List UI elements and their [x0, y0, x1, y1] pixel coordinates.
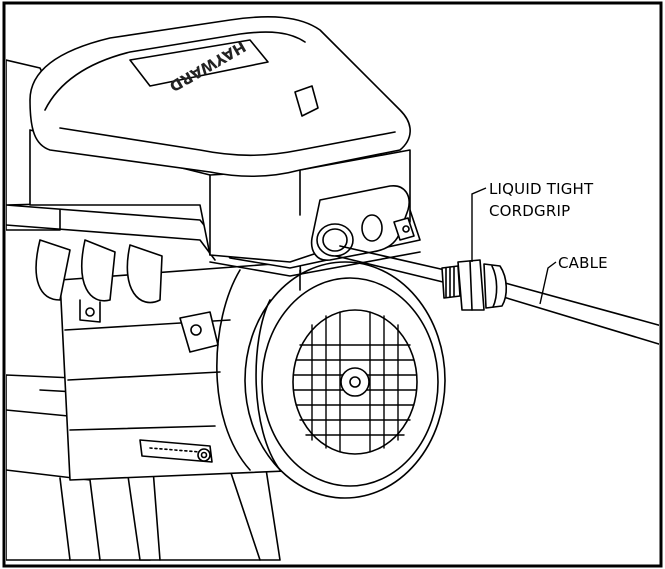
- fan-grille: [292, 309, 418, 455]
- cable-label: CABLE: [558, 254, 608, 272]
- conduit-port: [310, 185, 415, 261]
- cordgrip-fitting: [441, 259, 508, 311]
- cordgrip-label-line2: CORDGRIP: [489, 202, 570, 220]
- cordgrip-label-line1: LIQUID TIGHT: [489, 180, 594, 198]
- motor-body: [59, 261, 311, 481]
- cable: [335, 245, 659, 345]
- callout-cordgrip: LIQUID TIGHT CORDGRIP: [471, 180, 594, 262]
- callout-cable: CABLE: [539, 254, 608, 305]
- housing-fins: [35, 239, 219, 353]
